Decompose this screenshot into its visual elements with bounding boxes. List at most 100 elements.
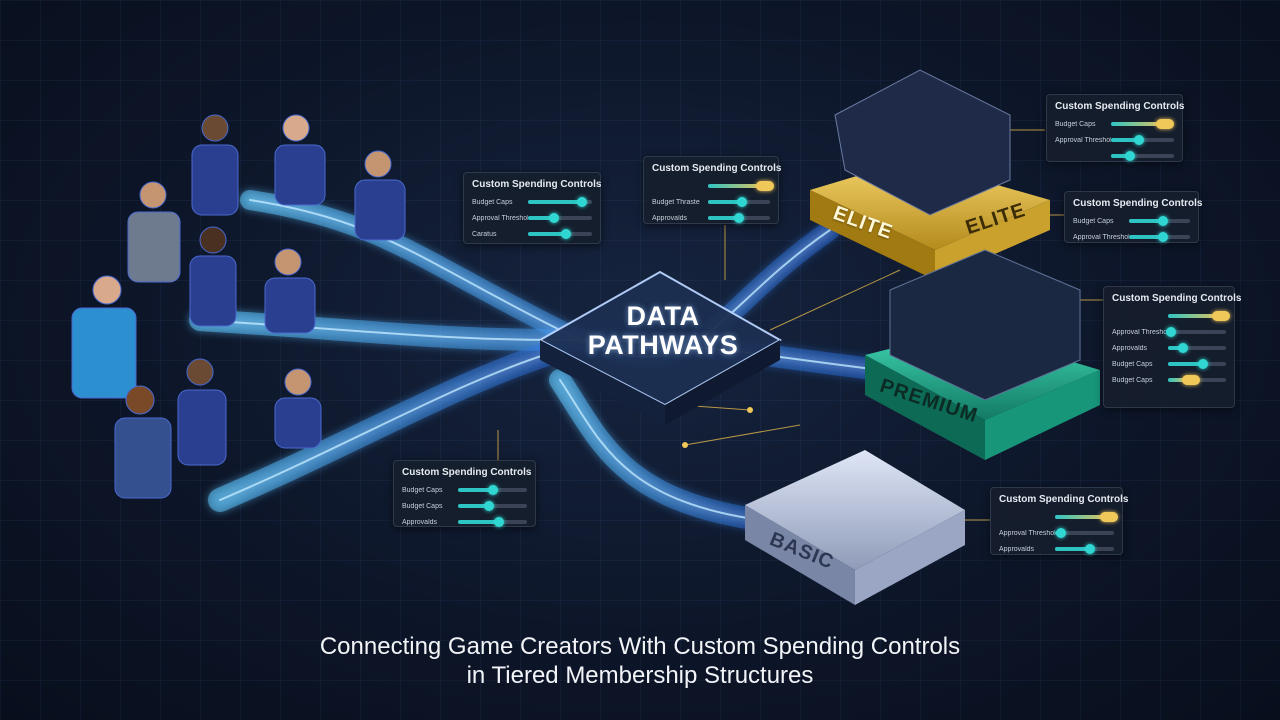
slider-track[interactable] bbox=[528, 229, 592, 239]
slider-knob[interactable] bbox=[1155, 119, 1174, 129]
panel-title: Custom Spending Controls bbox=[472, 179, 602, 190]
control-label: Approval Thresholds bbox=[1073, 233, 1129, 241]
control-label: Budget Caps bbox=[402, 502, 443, 510]
slider-fill bbox=[1111, 138, 1140, 142]
control-row: Approval Thresholds bbox=[1073, 231, 1190, 243]
control-row bbox=[1055, 150, 1174, 162]
control-row bbox=[1112, 310, 1231, 322]
control-row: Approvalds bbox=[652, 212, 770, 224]
slider-track[interactable] bbox=[1055, 528, 1114, 538]
slider-track[interactable] bbox=[1129, 232, 1190, 242]
slider-knob[interactable] bbox=[1197, 359, 1208, 369]
panel-title: Custom Spending Controls bbox=[402, 467, 532, 478]
control-label: Approval Thresholds bbox=[1055, 136, 1111, 144]
slider-knob[interactable] bbox=[1157, 216, 1168, 226]
slider-track[interactable] bbox=[1111, 151, 1174, 161]
slider-track[interactable] bbox=[1168, 359, 1226, 369]
slider-knob[interactable] bbox=[1124, 151, 1135, 161]
control-label: Approvalds bbox=[999, 545, 1035, 553]
control-row: Approval Thresholds bbox=[1055, 134, 1174, 146]
premium-platform bbox=[865, 249, 1100, 460]
slider-knob[interactable] bbox=[1157, 232, 1168, 242]
slider-knob[interactable] bbox=[484, 501, 495, 511]
slider-track[interactable] bbox=[708, 181, 775, 191]
control-row: Approval Thresholds bbox=[1112, 326, 1226, 338]
hub-title-line1: DATA bbox=[626, 301, 700, 331]
control-row: Approvalds bbox=[1112, 342, 1226, 354]
slider-track[interactable] bbox=[708, 197, 770, 207]
control-row: Budget Caps bbox=[472, 196, 592, 208]
panel-title: Custom Spending Controls bbox=[999, 494, 1129, 505]
slider-knob[interactable] bbox=[1212, 311, 1231, 321]
panel-title: Custom Spending Controls bbox=[1073, 198, 1203, 209]
slider-track[interactable] bbox=[708, 213, 770, 223]
caption-line2: in Tiered Membership Structures bbox=[466, 662, 814, 689]
slider-fill bbox=[528, 200, 583, 204]
slider-track[interactable] bbox=[458, 517, 527, 527]
control-row: Caratus bbox=[472, 228, 592, 240]
slider-track[interactable] bbox=[1111, 119, 1174, 129]
control-row bbox=[652, 180, 775, 192]
game-creators-group bbox=[71, 114, 406, 499]
slider-knob[interactable] bbox=[1055, 528, 1066, 538]
slider-track[interactable] bbox=[528, 213, 592, 223]
control-label: Approval Thresholds bbox=[999, 529, 1055, 537]
control-row: Budget Caps bbox=[402, 484, 527, 496]
slider-track[interactable] bbox=[1129, 216, 1190, 226]
slider-knob[interactable] bbox=[577, 197, 588, 207]
slider-knob[interactable] bbox=[1177, 343, 1188, 353]
slider-fill bbox=[1129, 235, 1163, 239]
slider-fill bbox=[1129, 219, 1163, 223]
control-label: Caratus bbox=[472, 230, 497, 238]
panel-title: Custom Spending Controls bbox=[1112, 293, 1242, 304]
slider-track[interactable] bbox=[528, 197, 592, 207]
slider-fill bbox=[708, 184, 766, 188]
slider-fill bbox=[708, 200, 743, 204]
slider-fill bbox=[1111, 154, 1130, 158]
slider-fill bbox=[1168, 362, 1203, 366]
control-row: Budget Thraste bbox=[652, 196, 770, 208]
slider-track[interactable] bbox=[1168, 375, 1226, 385]
slider-track[interactable] bbox=[1168, 311, 1231, 321]
control-row: Budget Caps bbox=[1055, 118, 1174, 130]
slider-track[interactable] bbox=[1111, 135, 1174, 145]
slider-track[interactable] bbox=[458, 501, 527, 511]
control-label: Approvalds bbox=[652, 214, 688, 222]
slider-fill bbox=[1111, 122, 1165, 126]
slider-knob[interactable] bbox=[561, 229, 572, 239]
slider-knob[interactable] bbox=[1182, 375, 1201, 385]
slider-fill bbox=[458, 520, 500, 524]
slider-fill bbox=[458, 488, 493, 492]
slider-knob[interactable] bbox=[487, 485, 498, 495]
slider-knob[interactable] bbox=[1134, 135, 1145, 145]
slider-track[interactable] bbox=[1165, 327, 1226, 337]
control-row: Approvalds bbox=[402, 516, 527, 528]
slider-track[interactable] bbox=[1055, 544, 1114, 554]
control-label: Approval Thresholds bbox=[472, 214, 528, 222]
control-label: Budget Thraste bbox=[652, 198, 700, 206]
control-label: Budget Caps bbox=[472, 198, 513, 206]
slider-track[interactable] bbox=[1055, 512, 1119, 522]
elite-platform bbox=[810, 69, 1050, 280]
slider-knob[interactable] bbox=[737, 197, 748, 207]
slider-knob[interactable] bbox=[756, 181, 775, 191]
slider-knob[interactable] bbox=[734, 213, 744, 223]
control-row: Approvalds bbox=[999, 543, 1114, 555]
slider-track[interactable] bbox=[458, 485, 527, 495]
slider-fill bbox=[1055, 515, 1110, 519]
slider-knob[interactable] bbox=[1100, 512, 1119, 522]
slider-knob[interactable] bbox=[548, 213, 559, 223]
slider-track[interactable] bbox=[1168, 343, 1226, 353]
slider-fill bbox=[1168, 378, 1192, 382]
control-label: Budget Caps bbox=[402, 486, 443, 494]
control-label: Approvalds bbox=[402, 518, 438, 526]
connector-lines bbox=[497, 129, 1105, 521]
slider-knob[interactable] bbox=[1165, 327, 1176, 337]
slider-knob[interactable] bbox=[1085, 544, 1096, 554]
slider-fill bbox=[1168, 314, 1222, 318]
slider-knob[interactable] bbox=[494, 517, 505, 527]
